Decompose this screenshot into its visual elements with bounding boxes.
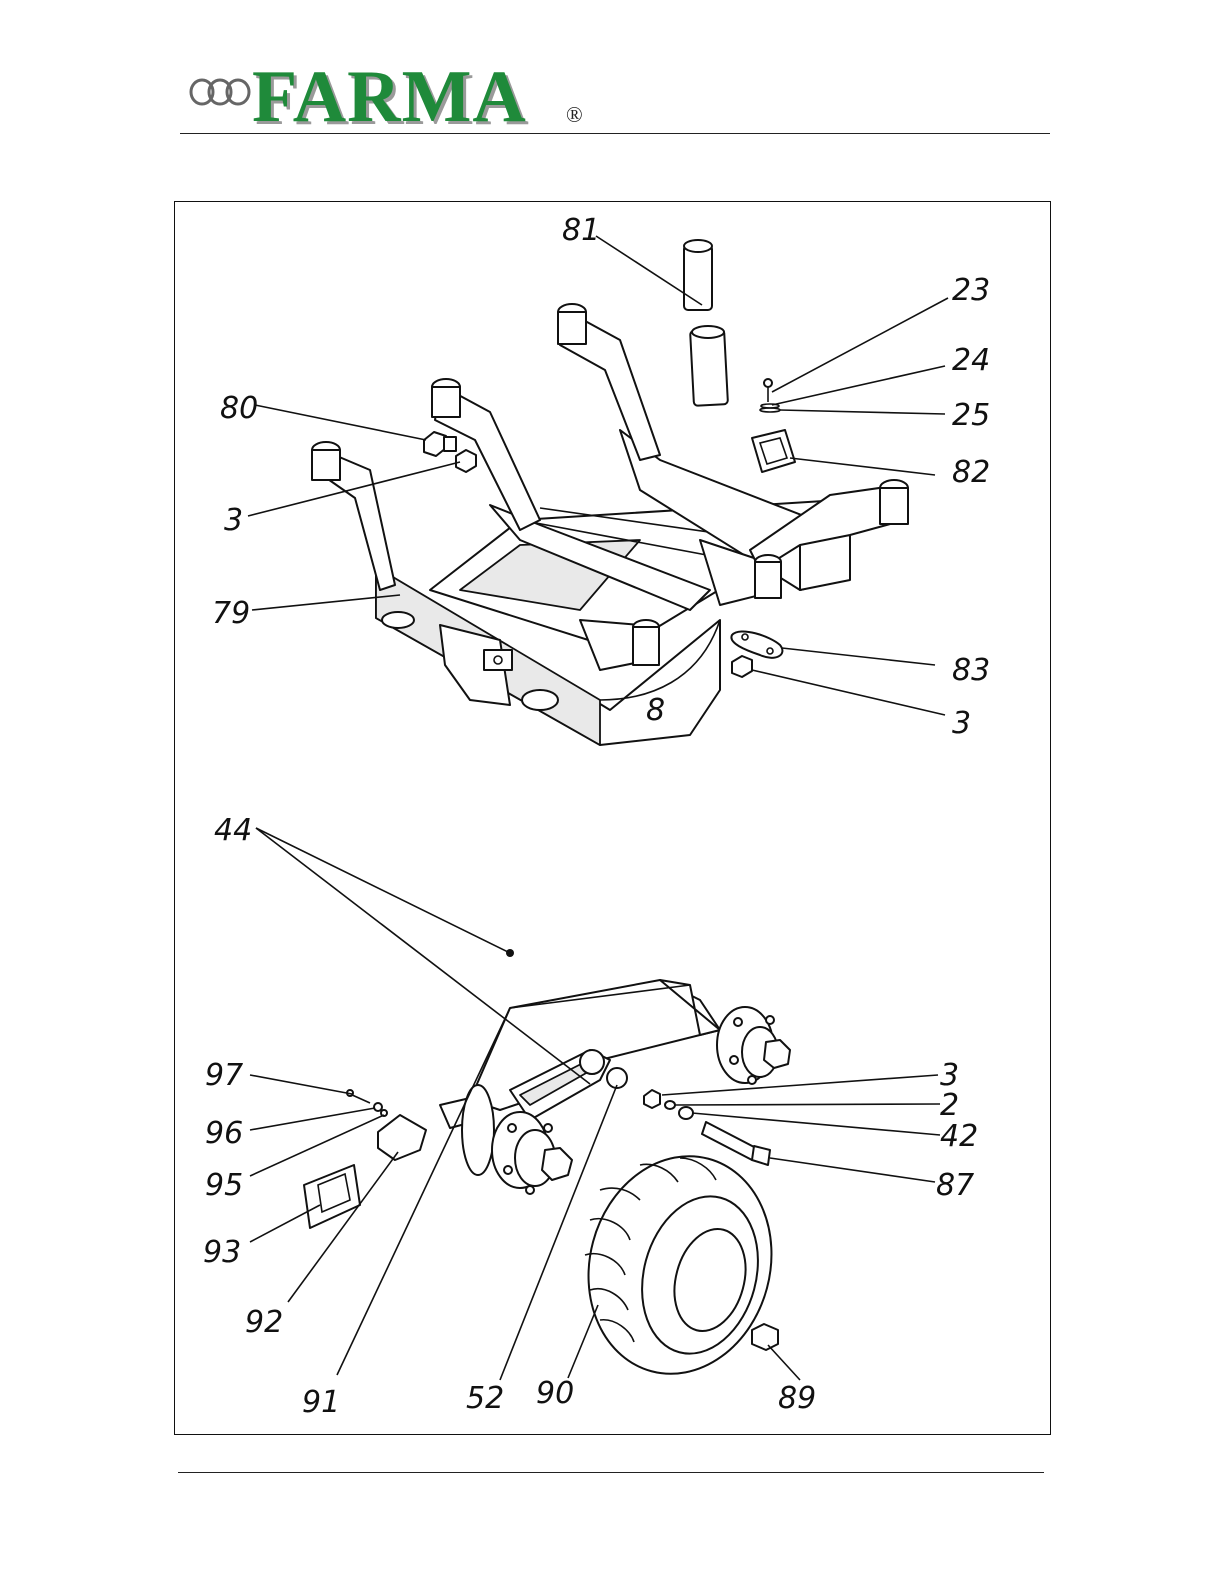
callout-80: 80 xyxy=(220,391,258,426)
callout-93: 93 xyxy=(203,1235,241,1270)
plate-83 xyxy=(731,631,782,657)
callout-8: 8 xyxy=(646,693,665,728)
callout-3-upper-left: 3 xyxy=(224,503,243,538)
callout-3-upper-right: 3 xyxy=(952,706,971,741)
nut-3-lower xyxy=(644,1090,660,1108)
pole-81 xyxy=(684,240,728,406)
callout-79: 79 xyxy=(212,596,250,631)
callout-24: 24 xyxy=(952,343,990,378)
callout-96: 96 xyxy=(205,1116,243,1151)
plate-82 xyxy=(752,430,795,472)
callout-91: 91 xyxy=(302,1385,340,1420)
callout-97: 97 xyxy=(205,1058,243,1093)
frame-assembly: 8 xyxy=(312,304,908,745)
callout-23: 23 xyxy=(952,273,990,308)
nut-89 xyxy=(752,1324,778,1350)
callout-95: 95 xyxy=(205,1168,243,1203)
callout-2: 2 xyxy=(940,1088,959,1123)
callout-81: 81 xyxy=(562,213,600,248)
nut-3-upper-right xyxy=(732,656,752,677)
callout-87: 87 xyxy=(936,1168,974,1203)
bolt-80 xyxy=(424,432,456,456)
callout-82: 82 xyxy=(952,455,990,490)
callout-42: 42 xyxy=(940,1119,978,1154)
wheel-90 xyxy=(565,1135,796,1394)
nut-3-upper xyxy=(456,450,476,472)
pin-87 xyxy=(702,1122,770,1165)
bolt-97 xyxy=(347,1090,370,1103)
washer-96 xyxy=(374,1103,382,1111)
washer-2 xyxy=(665,1101,675,1109)
callout-25: 25 xyxy=(952,398,990,433)
block-92 xyxy=(378,1115,426,1160)
callout-52: 52 xyxy=(466,1381,504,1416)
callout-44: 44 xyxy=(214,813,252,848)
callout-89: 89 xyxy=(778,1381,816,1416)
plate-93 xyxy=(304,1165,360,1228)
callout-90: 90 xyxy=(536,1376,574,1411)
washer-42 xyxy=(679,1107,693,1119)
footer-divider xyxy=(178,1472,1044,1473)
bolt-23 xyxy=(760,379,780,412)
callout-83: 83 xyxy=(952,653,990,688)
callout-92: 92 xyxy=(245,1305,283,1340)
